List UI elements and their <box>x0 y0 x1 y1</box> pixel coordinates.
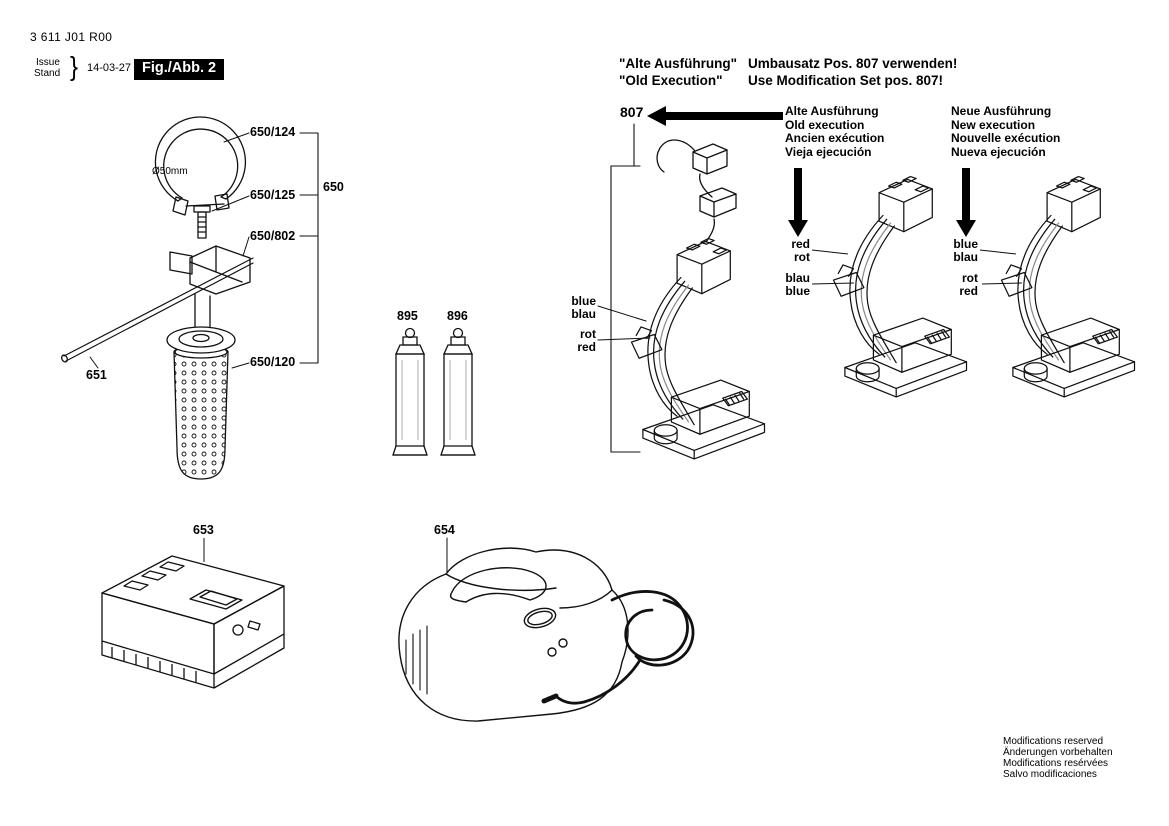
part-label-654: 654 <box>434 523 455 537</box>
issue-stand-brace: } <box>70 51 79 82</box>
grease-tubes-drawing <box>392 327 476 456</box>
battery-drawing <box>101 538 285 689</box>
wire-color-text: blau <box>785 271 810 285</box>
wire-label-new-red: rot red <box>934 272 978 297</box>
wire-label-main-red: rot red <box>556 328 596 353</box>
part-label-895: 895 <box>397 309 418 323</box>
title-line: Nouvelle exécution <box>951 131 1061 145</box>
title-line: New execution <box>951 117 1036 132</box>
wire-color-text: blue <box>571 294 596 308</box>
part-label-650-124: 650/124 <box>250 125 296 139</box>
part-label-650: 650 <box>323 180 344 194</box>
part-label-650-120: 650/120 <box>250 355 296 369</box>
wire-color-text: red <box>791 237 810 251</box>
wire-label-old-red: red rot <box>766 238 810 263</box>
tube-896-drawing <box>440 327 476 456</box>
title-line: Nueva ejecución <box>951 144 1046 159</box>
document-number: 3 611 J01 R00 <box>30 30 113 44</box>
wire-color-text: rot <box>580 327 596 341</box>
tube-895-drawing <box>392 327 428 456</box>
modifications-reserved-note: Modifications reserved Änderungen vorbeh… <box>1003 736 1113 780</box>
wire-color-text: red <box>959 283 978 298</box>
part-label-807: 807 <box>620 104 644 120</box>
stand-label: Stand <box>34 68 61 79</box>
wiring-main-drawing <box>597 123 766 460</box>
arrow-down-old-execution <box>788 168 808 237</box>
title-line: Vieja ejecución <box>785 144 872 159</box>
arrow-left-to-807 <box>647 106 783 126</box>
title-line: Old execution <box>785 117 865 132</box>
wire-color-text: rot <box>962 271 978 285</box>
notice-instruction-de: Umbausatz Pos. 807 verwenden! <box>748 56 958 71</box>
new-execution-title: Neue Ausführung New execution Nouvelle e… <box>951 104 1061 159</box>
old-execution-title: Alte Ausführung Old execution Ancien exé… <box>785 104 885 159</box>
wire-label-new-blue: blue blau <box>934 238 978 263</box>
wire-color-text: blau <box>571 306 596 321</box>
wire-color-text: blau <box>953 249 978 264</box>
title-line: Alte Ausführung <box>785 104 879 118</box>
wire-color-text: blue <box>785 283 810 298</box>
title-line: Neue Ausführung <box>951 104 1052 118</box>
arrow-down-new-execution <box>956 168 976 237</box>
wiring-old-drawing <box>811 175 968 398</box>
wire-color-text: rot <box>794 249 810 264</box>
notice-instruction-en: Use Modification Set pos. 807! <box>748 73 944 88</box>
part-label-650-802: 650/802 <box>250 229 296 243</box>
notice-old-execution-de: "Alte Ausführung" <box>619 56 738 71</box>
footer-line: Modifications resérvées <box>1003 758 1109 769</box>
issue-date: 14-03-27 <box>87 62 132 74</box>
title-line: Ancien exécution <box>785 131 885 145</box>
issue-label: Issue <box>36 57 60 68</box>
figure-number-box: Fig./Abb. 2 <box>134 59 225 80</box>
wire-color-text: blue <box>953 237 978 251</box>
wire-label-old-blue: blau blue <box>766 272 810 297</box>
notice-old-execution-en: "Old Execution" <box>619 73 723 88</box>
wire-color-text: red <box>577 339 596 354</box>
charger-drawing <box>398 537 695 722</box>
wiring-new-drawing <box>979 175 1136 398</box>
part-label-650-125: 650/125 <box>250 188 296 202</box>
part-label-653: 653 <box>193 523 214 537</box>
footer-line: Salvo modificaciones <box>1003 769 1097 780</box>
footer-line: Änderungen vorbehalten <box>1003 747 1113 758</box>
footer-line: Modifications reserved <box>1003 736 1104 747</box>
part-label-651: 651 <box>86 368 107 382</box>
clamp-diameter-label: Ø50mm <box>152 166 188 177</box>
part-label-896: 896 <box>447 309 468 323</box>
handle-assembly-drawing <box>61 116 319 480</box>
wire-label-main-blue: blue blau <box>556 295 596 320</box>
